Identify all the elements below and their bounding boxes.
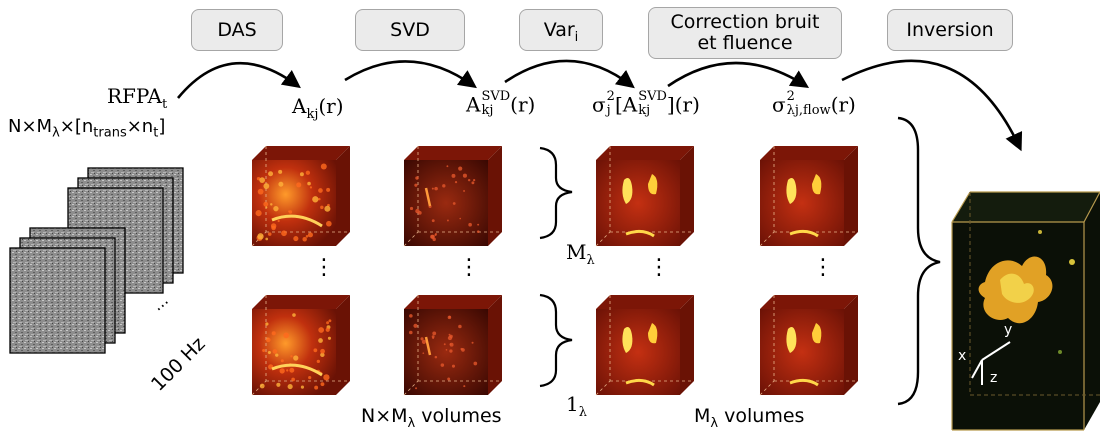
arrow-correction	[667, 61, 810, 88]
n-volumes-label: N×Mλ volumes	[361, 405, 502, 431]
brace-bottom	[539, 293, 573, 388]
brace-top	[539, 146, 573, 240]
axis-x-label: x	[958, 348, 966, 364]
axis-y-label: y	[1004, 322, 1012, 338]
arrow-var	[504, 59, 635, 89]
cube-das-bottom	[251, 295, 350, 396]
vertical-dots-das: ⋮	[313, 255, 335, 280]
correction-step-box: Correction bruit et fluence	[648, 7, 842, 59]
das-step-box: DAS	[191, 9, 283, 51]
var-step-label: Vari	[543, 18, 579, 45]
cube-var-top	[595, 146, 694, 247]
cube-flow-bottom	[759, 295, 858, 396]
das-step-label: DAS	[217, 18, 257, 41]
a-kj-label: Akj(r)	[292, 94, 344, 122]
rfpa-label: RFPAt	[107, 84, 168, 112]
arrow-svd	[344, 60, 477, 89]
cube-var-bottom	[595, 295, 694, 396]
reconstructed-volume: x y z	[951, 191, 1100, 431]
vertical-dots-var: ⋮	[648, 255, 670, 280]
svd-step-box: SVD	[355, 9, 465, 51]
arrow-inversion	[841, 59, 1023, 152]
inversion-step-label: Inversion	[906, 18, 994, 41]
cube-das-top	[251, 146, 350, 247]
var-step-box: Vari	[519, 9, 603, 51]
cube-flow-top	[759, 146, 858, 247]
cube-svd-top	[403, 146, 502, 247]
m-volumes-label: Mλ volumes	[694, 405, 805, 431]
vertical-dots-flow: ⋮	[812, 255, 834, 280]
rfpa-dimensions-label: N×Mλ×[ntrans×nt]	[8, 116, 166, 141]
vertical-dots-svd: ⋮	[458, 255, 480, 280]
inversion-step-box: Inversion	[887, 9, 1013, 51]
svd-step-label: SVD	[390, 18, 430, 41]
cube-svd-bottom	[403, 295, 502, 396]
one-lambda-label: 1λ	[566, 392, 587, 420]
correction-step-line2: et fluence	[697, 32, 793, 54]
brace-large	[897, 116, 941, 406]
arrow-das	[176, 61, 301, 99]
axis-z-label: z	[990, 370, 997, 386]
correction-step-line1: Correction bruit	[670, 11, 820, 33]
rf-frame-stack	[9, 167, 184, 354]
m-lambda-label: Mλ	[566, 240, 595, 268]
